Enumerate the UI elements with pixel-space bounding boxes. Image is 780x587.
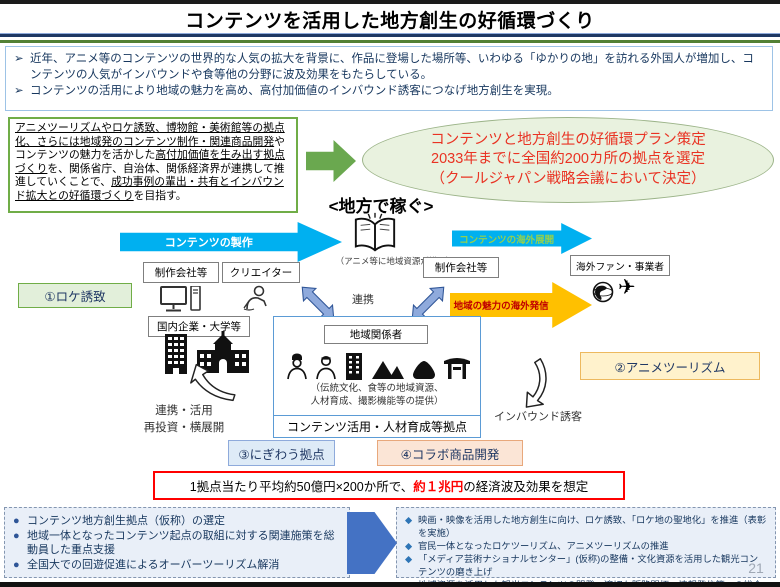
impact-highlight: 約１兆円 bbox=[413, 480, 464, 494]
diamond-bullet-icon: ◆ bbox=[405, 554, 413, 565]
office-building-icon bbox=[162, 333, 190, 375]
measures-right-box: ◆ 映画・映像を活用した地方創生に向け、ロケ誘致、「ロケ地の聖地化」を推進（表彰… bbox=[396, 507, 776, 587]
tag-collab-products: ④コラボ商品開発 bbox=[377, 440, 523, 466]
title-rule-navy bbox=[0, 33, 780, 37]
production-arrow: コンテンツの製作 bbox=[120, 222, 342, 262]
regional-hub-box: 地域関係者 bbox=[273, 316, 481, 416]
earn-local-heading: <地方で稼ぐ> bbox=[328, 197, 434, 216]
green-arrow-icon bbox=[306, 140, 356, 182]
curved-arrow-down-icon bbox=[508, 356, 556, 408]
inbound-label: インバウンド誘客 bbox=[494, 411, 582, 423]
plan-line-2: 2033年までに全国約200カ所の拠点を選定 bbox=[431, 151, 705, 168]
purpose-box: アニメツーリズムやロケ誘致、博物館・美術館等の拠点化、さらには地域発のコンテンツ… bbox=[8, 117, 298, 213]
hub-footer: コンテンツ活用・人材育成等拠点 bbox=[273, 415, 481, 438]
measure-item: ◆ 映画・映像を活用した地方創生に向け、ロケ誘致、「ロケ地の聖地化」を推進（表彰… bbox=[405, 514, 767, 540]
node-maker-left: 制作会社等 bbox=[143, 262, 219, 283]
intro-bullet-2: ➢ コンテンツの活用により地域の魅力を高め、高付加価値のインバウンド誘客につなげ… bbox=[14, 84, 762, 100]
curved-arrow-up-icon bbox=[183, 360, 239, 404]
tag-bustling-hub: ③にぎわう拠点 bbox=[228, 440, 335, 466]
tag-location-shoot: ①ロケ誘致 bbox=[18, 283, 132, 308]
page-title: コンテンツを活用した地方創生の好循環づくり bbox=[185, 11, 595, 32]
computer-icon bbox=[160, 286, 202, 313]
tag-anime-tourism: ②アニメツーリズム bbox=[580, 352, 760, 380]
airplane-icon: ✈ bbox=[618, 276, 636, 299]
renkei-label: 連携 bbox=[352, 294, 374, 306]
dot-bullet-icon: ● bbox=[13, 558, 20, 571]
arrow-bullet-icon: ➢ bbox=[14, 53, 24, 65]
arrow-bullet-icon: ➢ bbox=[14, 84, 24, 97]
top-bar bbox=[0, 0, 780, 4]
food-icon bbox=[412, 360, 436, 380]
craftsman-icon bbox=[315, 352, 337, 380]
building-icon bbox=[344, 352, 364, 380]
measures-left-box: ● コンテンツ地方創生拠点（仮称）の選定 ● 地域一体となったコンテンツ起点の取… bbox=[4, 507, 350, 578]
intro-box: ➢ 近年、アニメ等のコンテンツの世界的な人気の拡大を背景に、作品に登場した場所等… bbox=[5, 46, 773, 111]
bottom-bar bbox=[0, 582, 780, 587]
plan-line-1: コンテンツと地方創生の好循環プラン策定 bbox=[430, 131, 706, 148]
book-caption: （アニメ等に地域資源が描画） bbox=[335, 256, 455, 266]
creator-icon bbox=[241, 284, 271, 312]
diamond-bullet-icon: ◆ bbox=[405, 515, 413, 525]
globe-icon bbox=[592, 281, 614, 303]
measure-item: ● 全国大での回遊促進によるオーバーツーリズム解消 bbox=[13, 558, 280, 571]
page-number: 21 bbox=[748, 560, 764, 576]
node-creator: クリエイター bbox=[222, 262, 300, 283]
dot-bullet-icon: ● bbox=[13, 515, 20, 527]
measure-item: ● コンテンツ地方創生拠点（仮称）の選定 bbox=[13, 515, 225, 527]
measure-item: ● 地域一体となったコンテンツ起点の取組に対する関連施策を総動員した重点支援 bbox=[13, 529, 335, 557]
title-rule-green bbox=[0, 40, 780, 43]
mountains-icon bbox=[371, 358, 405, 380]
hub-label: 地域関係者 bbox=[324, 325, 428, 344]
node-maker-right: 制作会社等 bbox=[423, 257, 499, 278]
hub-icons-row bbox=[280, 348, 476, 380]
school-icon bbox=[196, 331, 250, 374]
bottom-arrow-icon bbox=[347, 512, 397, 574]
measure-item: ◆ 官民一体となったロケツーリズム、アニメツーリズムの推進 bbox=[405, 540, 767, 553]
node-overseas-fans: 海外ファン・事業者 bbox=[570, 255, 670, 276]
chef-icon bbox=[286, 352, 308, 380]
intro-bullet-1: ➢ 近年、アニメ等のコンテンツの世界的な人気の拡大を背景に、作品に登場した場所等… bbox=[14, 52, 762, 84]
diamond-bullet-icon: ◆ bbox=[405, 541, 413, 552]
reinvest-label: 連携・活用 再投資・横展開 bbox=[143, 405, 225, 434]
plan-line-3: （クールジャパン戦略会議において決定） bbox=[430, 170, 706, 187]
dot-bullet-icon: ● bbox=[13, 529, 20, 542]
impact-box: 1拠点当たり平均約50億円×200か所で、約１兆円の経済波及効果を想定 bbox=[153, 471, 625, 500]
book-icon bbox=[352, 211, 398, 255]
overseas-arrow: コンテンツの海外展開 bbox=[452, 223, 592, 254]
shrine-icon bbox=[443, 354, 471, 380]
hub-caption: （伝統文化、食等の地域資源、 人材育成、撮影機能等の提供） bbox=[310, 383, 444, 407]
plan-oval: コンテンツと地方創生の好循環プラン策定 2033年までに全国約200カ所の拠点を… bbox=[362, 117, 774, 203]
measure-item: ◆ 「メディア芸術ナショナルセンター」(仮称)の整備・文化資源を活用した観光コン… bbox=[405, 553, 767, 579]
